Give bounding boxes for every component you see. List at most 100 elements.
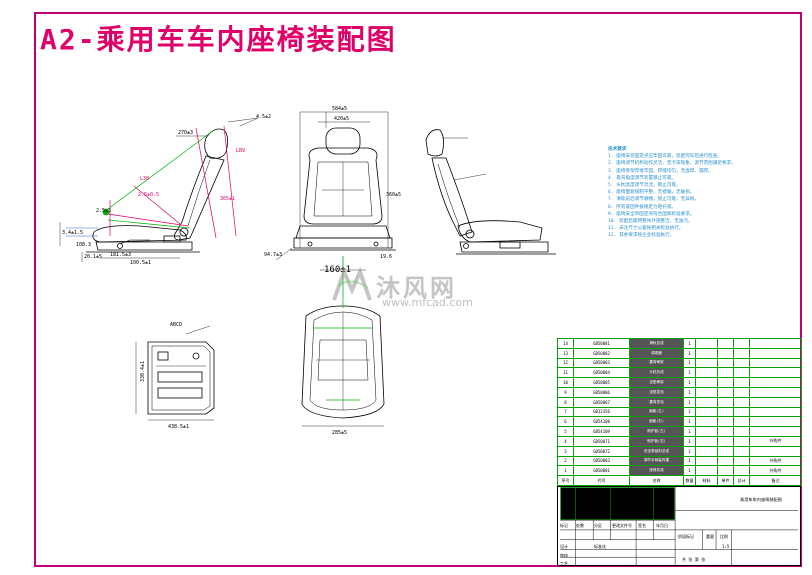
- bom-header-name: 名称: [629, 475, 684, 486]
- bom-cell-weight: [717, 426, 734, 437]
- dim-label: 584±5: [332, 106, 347, 112]
- bom-cell-qty: 1: [683, 377, 696, 388]
- bom-cell-note: [749, 357, 802, 369]
- note-line: 10. 装配后座椅整体外观整洁，无油污。: [608, 219, 693, 225]
- dim-label: 270±3: [178, 130, 193, 136]
- bom-cell-material: [695, 396, 718, 408]
- bom-cell-name: 安全带锁扣总成: [629, 445, 684, 457]
- dim-label: 438.5±1: [168, 424, 189, 430]
- bom-cell-total: [733, 347, 750, 359]
- bom-cell-weight: [717, 367, 734, 379]
- bom-cell-code: GB50081: [573, 465, 630, 477]
- bom-cell-qty: 1: [683, 426, 696, 437]
- notes-title: 技术要求: [608, 147, 627, 152]
- note-line: 5. 头枕高度调节灵活，锁止可靠。: [608, 183, 681, 189]
- front-view-dims: 584±5 420±5 360±5 160±1 94.7±3 19.6: [264, 106, 401, 275]
- bom-cell-note: 外购件: [749, 465, 802, 477]
- bom-cell-weight: [717, 377, 734, 388]
- bom-cell-no: 5: [557, 426, 574, 437]
- bom-cell-no: 9: [557, 386, 574, 398]
- bom-cell-name: 面套(左): [629, 406, 684, 418]
- tb-label: 分区: [594, 523, 602, 528]
- bom-cell-name: 侧护板(右): [629, 435, 684, 447]
- side-view-left: [59, 117, 259, 262]
- bom-cell-qty: 1: [683, 445, 696, 457]
- bom-cell-note: [749, 445, 802, 457]
- dim-label: 3.4±1.5: [62, 230, 83, 236]
- bom-cell-note: [749, 396, 802, 408]
- dim-label: 108.3: [76, 242, 91, 248]
- tb-label: 签名: [638, 523, 646, 528]
- bom-cell-code: GB50083: [573, 357, 630, 369]
- bom-cell-material: [695, 357, 718, 369]
- note-line: 1. 座椅安装固定点应牢固可靠，装配完毕后进行检查。: [608, 154, 722, 160]
- bottom-view-dims: 285±5: [332, 430, 347, 436]
- bom-cell-code: GB50084: [573, 367, 630, 379]
- dim-label: 2.5±0.5: [138, 192, 159, 198]
- note-line: 3. 座椅骨架焊接牢固，焊缝均匀，无虚焊、漏焊。: [608, 168, 713, 174]
- tb-label: 年月日: [656, 523, 668, 528]
- bom-cell-material: [695, 347, 718, 359]
- bom-header-row: 序号代号名称数量材料单件总计备注: [557, 475, 802, 486]
- note-line: 11. 未注尺寸公差按相关标准执行。: [608, 226, 684, 232]
- sheet-border: [34, 12, 802, 567]
- bom-cell-material: [695, 406, 718, 418]
- dim-label: 100.5±1: [130, 260, 151, 266]
- tb-label: 重量: [706, 534, 714, 539]
- tb-label: 阶段标记: [678, 534, 694, 539]
- bom-cell-note: [749, 338, 802, 349]
- dim-label: 94.7±3: [264, 252, 282, 258]
- bom-cell-weight: [717, 406, 734, 418]
- watermark-name: 沐风网: [376, 274, 457, 302]
- bom-cell-name: 靠背发泡: [629, 396, 684, 408]
- bom-cell-material: [695, 445, 718, 457]
- tb-label: 标准化: [594, 544, 606, 549]
- note-line: 6. 座椅面套缝制平整，无褶皱，无破损。: [608, 190, 695, 196]
- tb-label: 更改文件号: [612, 523, 632, 528]
- bom-header-no: 序号: [557, 475, 574, 486]
- bom-cell-total: [733, 367, 750, 379]
- tb-label: 比例: [720, 534, 728, 539]
- bom-cell-code: GB50082: [573, 347, 630, 359]
- dim-label: 4.5±2: [256, 114, 271, 120]
- bom-cell-note: [749, 406, 802, 418]
- dim-label: 360±5: [386, 192, 401, 198]
- plan-view-dims: ABCD 330.4±1 438.5±1: [140, 322, 189, 430]
- bom-cell-code: GB50072: [573, 445, 630, 457]
- bom-cell-weight: [717, 338, 734, 349]
- bom-cell-qty: 1: [683, 386, 696, 398]
- bom-header-code: 代号: [573, 475, 630, 486]
- watermark-logo-icon: [332, 266, 372, 301]
- bom-cell-no: 10: [557, 377, 574, 388]
- bom-cell-code: GB54108: [573, 416, 630, 428]
- bom-cell-total: [733, 435, 750, 447]
- bottom-view: [301, 296, 385, 427]
- dim-label: 365±1: [220, 196, 235, 202]
- watermark: 沐风网 www.mfcad.com: [330, 266, 490, 310]
- bom-cell-note: 外购件: [749, 435, 802, 447]
- bom-header-qty: 数量: [683, 475, 696, 486]
- scale-value: 1:5: [722, 544, 730, 549]
- bom-cell-qty: 1: [683, 338, 696, 349]
- bom-cell-note: [749, 347, 802, 359]
- bom-cell-total: [733, 465, 750, 477]
- note-line: 2. 座椅调节机构动作灵活，无卡滞现象，调节范围满足要求。: [608, 161, 736, 167]
- side-view-right: [425, 129, 556, 255]
- bom-cell-note: [749, 377, 802, 388]
- bom-cell-code: GB54109: [573, 426, 630, 437]
- title-block-grid: [560, 487, 798, 565]
- bom-cell-weight: [717, 396, 734, 408]
- watermark-url: www.mfcad.com: [382, 296, 473, 309]
- bom-cell-total: [733, 377, 750, 388]
- bom-cell-note: [749, 426, 802, 437]
- bom-cell-total: [733, 386, 750, 398]
- dim-label: LB9: [236, 148, 245, 154]
